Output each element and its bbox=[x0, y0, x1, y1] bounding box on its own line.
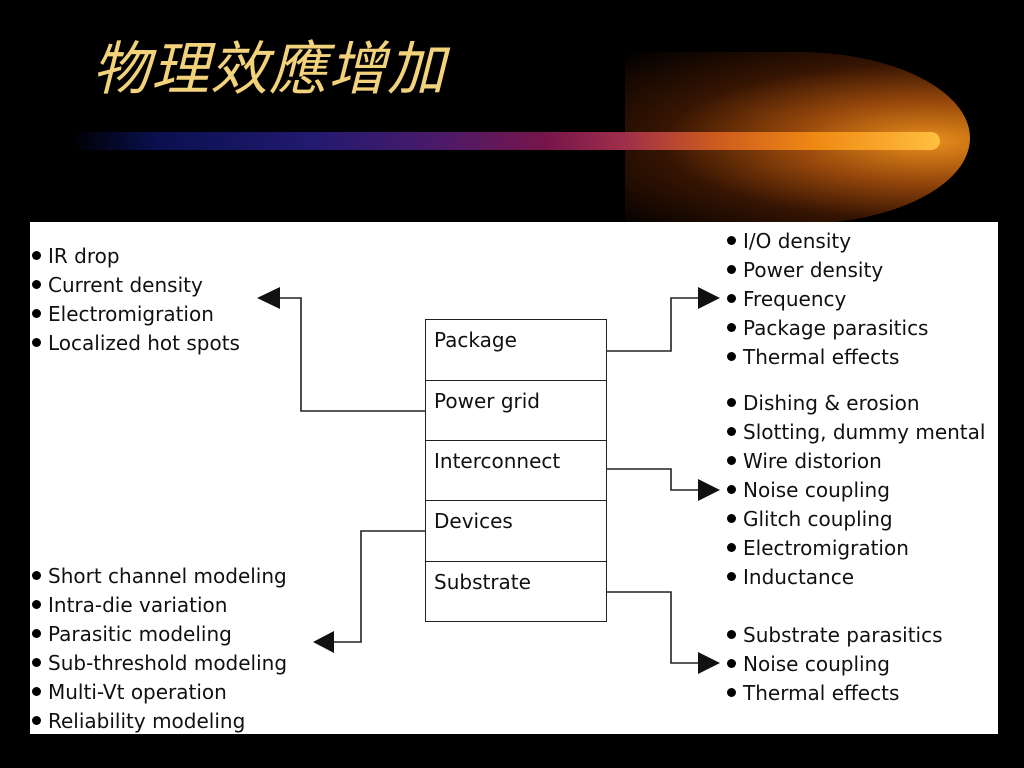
device-effects-list: Short channel modeling Intra-die variati… bbox=[32, 561, 287, 734]
bullet-icon bbox=[32, 251, 41, 260]
bullet-icon bbox=[727, 398, 736, 407]
list-item: Glitch coupling bbox=[727, 504, 985, 533]
list-item: Frequency bbox=[727, 284, 928, 313]
physical-effects-diagram: Package Power grid Interconnect Devices … bbox=[30, 222, 998, 734]
layer-label: Package bbox=[434, 328, 517, 352]
layer-box-substrate: Substrate bbox=[425, 561, 607, 622]
list-item: Parasitic modeling bbox=[32, 619, 287, 648]
bullet-icon bbox=[727, 630, 736, 639]
bullet-icon bbox=[32, 338, 41, 347]
list-item: Reliability modeling bbox=[32, 706, 287, 734]
bullet-icon bbox=[32, 571, 41, 580]
list-item: Wire distorion bbox=[727, 446, 985, 475]
list-item: Multi-Vt operation bbox=[32, 677, 287, 706]
substrate-effects-list: Substrate parasitics Noise coupling Ther… bbox=[727, 620, 943, 707]
list-item: Substrate parasitics bbox=[727, 620, 943, 649]
bullet-icon bbox=[32, 658, 41, 667]
bullet-icon bbox=[32, 629, 41, 638]
list-item: Inductance bbox=[727, 562, 985, 591]
bullet-icon bbox=[727, 456, 736, 465]
list-item: IR drop bbox=[32, 241, 240, 270]
bullet-icon bbox=[727, 514, 736, 523]
connector-power-grid bbox=[280, 297, 425, 412]
power-grid-effects-list: IR drop Current density Electromigration… bbox=[32, 241, 240, 357]
list-item: Sub-threshold modeling bbox=[32, 648, 287, 677]
bullet-icon bbox=[32, 716, 41, 725]
arrowhead-left-upper bbox=[257, 287, 280, 309]
arrowhead-right-bottom bbox=[698, 652, 720, 674]
layer-label: Interconnect bbox=[434, 449, 561, 473]
connector-lines bbox=[257, 287, 720, 674]
bullet-icon bbox=[727, 659, 736, 668]
arrowhead-right-top bbox=[698, 287, 720, 309]
list-item: I/O density bbox=[727, 226, 928, 255]
list-item: Noise coupling bbox=[727, 475, 985, 504]
connector-devices bbox=[334, 530, 425, 643]
layer-label: Power grid bbox=[434, 389, 540, 413]
list-item: Thermal effects bbox=[727, 342, 928, 371]
bullet-icon bbox=[32, 687, 41, 696]
list-item: Noise coupling bbox=[727, 649, 943, 678]
layer-label: Devices bbox=[434, 509, 513, 533]
list-item: Intra-die variation bbox=[32, 590, 287, 619]
package-effects-list: I/O density Power density Frequency Pack… bbox=[727, 226, 928, 371]
bullet-icon bbox=[32, 280, 41, 289]
layer-box-package: Package bbox=[425, 319, 607, 381]
layer-box-devices: Devices bbox=[425, 500, 607, 562]
layer-label: Substrate bbox=[434, 570, 531, 594]
comet-trail-bar bbox=[70, 132, 940, 150]
list-item: Localized hot spots bbox=[32, 328, 240, 357]
list-item: Slotting, dummy mental bbox=[727, 417, 985, 446]
bullet-icon bbox=[727, 485, 736, 494]
list-item: Power density bbox=[727, 255, 928, 284]
arrowhead-left-lower bbox=[313, 631, 334, 653]
interconnect-effects-list: Dishing & erosion Slotting, dummy mental… bbox=[727, 388, 985, 591]
list-item: Electromigration bbox=[32, 299, 240, 328]
bullet-icon bbox=[727, 352, 736, 361]
connector-substrate bbox=[607, 591, 698, 664]
bullet-icon bbox=[727, 265, 736, 274]
bullet-icon bbox=[727, 427, 736, 436]
bullet-icon bbox=[727, 294, 736, 303]
list-item: Package parasitics bbox=[727, 313, 928, 342]
bullet-icon bbox=[727, 323, 736, 332]
list-item: Dishing & erosion bbox=[727, 388, 985, 417]
list-item: Electromigration bbox=[727, 533, 985, 562]
bullet-icon bbox=[727, 236, 736, 245]
connector-package bbox=[607, 297, 698, 352]
list-item: Thermal effects bbox=[727, 678, 943, 707]
layer-box-interconnect: Interconnect bbox=[425, 440, 607, 502]
connector-interconnect bbox=[607, 468, 698, 491]
slide-title: 物理效應增加 bbox=[92, 35, 447, 103]
layer-box-power-grid: Power grid bbox=[425, 380, 607, 442]
bullet-icon bbox=[32, 600, 41, 609]
bullet-icon bbox=[727, 572, 736, 581]
bullet-icon bbox=[32, 309, 41, 318]
bullet-icon bbox=[727, 688, 736, 697]
list-item: Short channel modeling bbox=[32, 561, 287, 590]
arrowhead-right-middle bbox=[698, 479, 720, 501]
bullet-icon bbox=[727, 543, 736, 552]
list-item: Current density bbox=[32, 270, 240, 299]
